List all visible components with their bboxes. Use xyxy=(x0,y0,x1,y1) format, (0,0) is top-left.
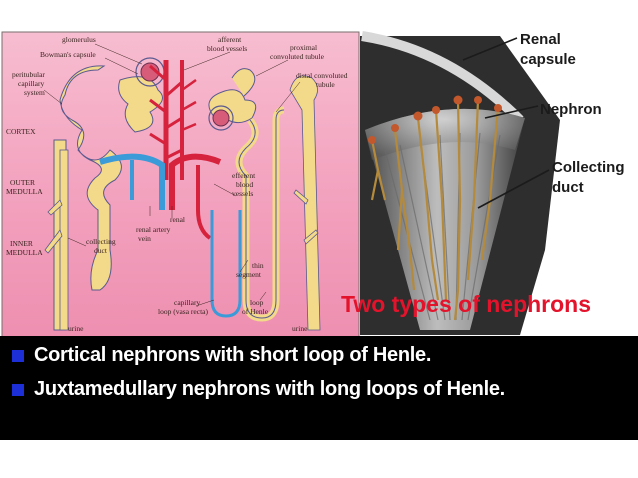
nephron-diagram: glomerulus Bowman's capsule afferent blo… xyxy=(1,31,360,339)
collecting-duct-label: Collecting xyxy=(552,159,625,176)
bullet-item-cortical: Cortical nephrons with short loop of Hen… xyxy=(12,344,431,367)
collecting-label: collecting xyxy=(86,237,116,246)
renal-capsule-label: Renal xyxy=(520,31,561,48)
loop-label: loop xyxy=(250,298,264,307)
nephron-types-title: Two types of nephrons xyxy=(341,291,591,317)
of-henle-label: of Henle xyxy=(242,307,269,316)
renal-artery-label: renal artery xyxy=(136,225,171,234)
segment-label: segment xyxy=(236,270,262,279)
renal-label: renal xyxy=(170,215,185,224)
thin-label: thin xyxy=(252,261,264,270)
bullet-band: Cortical nephrons with short loop of Hen… xyxy=(0,336,638,440)
bowmans-capsule-label: Bowman's capsule xyxy=(40,50,96,59)
inner-medulla-label: INNER xyxy=(10,239,33,248)
inner-medulla-label-2: MEDULLA xyxy=(6,248,43,257)
vessels-label: vessels xyxy=(232,189,253,198)
bullet-text: Juxtamedullary nephrons with long loops … xyxy=(34,378,505,400)
bullet-item-juxtamedullary: Juxtamedullary nephrons with long loops … xyxy=(12,378,505,401)
nephron-label: Nephron xyxy=(540,101,602,118)
renal-capsule-label-2: capsule xyxy=(520,51,576,68)
vasa-recta-label: loop (vasa recta) xyxy=(158,307,208,316)
capillary-label: capillary xyxy=(18,79,44,88)
cortex-label: CORTEX xyxy=(6,127,36,136)
blood-label: blood xyxy=(236,180,253,189)
bullet-marker xyxy=(12,383,24,396)
afferent-label: afferent xyxy=(218,35,242,44)
duct-label: duct xyxy=(94,246,108,255)
urine-right-label: urine xyxy=(292,324,308,333)
blood-vessels-label: blood vessels xyxy=(207,44,247,53)
proximal-label: proximal xyxy=(290,43,317,52)
capillary-loop-label: capillary xyxy=(174,298,200,307)
bullet-marker xyxy=(12,349,24,362)
peritubular-label: peritubular xyxy=(12,70,45,79)
kidney-pyramid-photo: Renal capsule Nephron Collecting duct xyxy=(360,30,638,336)
outer-medulla-label-2: MEDULLA xyxy=(6,187,43,196)
system-label: system xyxy=(24,88,45,97)
collecting-duct-label-2: duct xyxy=(552,179,584,196)
urine-left-label: urine xyxy=(68,324,84,333)
tubule-label: tubule xyxy=(316,80,335,89)
outer-medulla-label: OUTER xyxy=(10,178,35,187)
convoluted-tubule-label: convoluted tubule xyxy=(270,52,325,61)
bullet-text: Cortical nephrons with short loop of Hen… xyxy=(34,344,432,366)
efferent-label: efferent xyxy=(232,171,256,180)
vein-label: vein xyxy=(138,234,151,243)
distal-convoluted-label: distal convoluted xyxy=(296,71,348,80)
glomerulus-label: glomerulus xyxy=(62,35,96,44)
